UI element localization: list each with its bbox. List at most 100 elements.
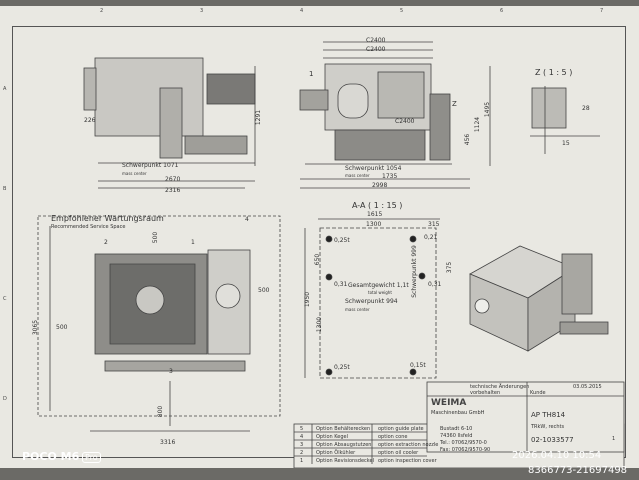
front-view-hopper	[94, 57, 204, 137]
section-dim-1300-top: 1300	[366, 221, 382, 228]
front-cog-label: Schwerpunkt 1071	[122, 162, 179, 169]
side-view-drive	[429, 93, 451, 161]
front-dim-1291: 1291	[255, 109, 263, 126]
model-name: AP TH814	[531, 411, 566, 419]
photo-datetime: 2026.04.10 10:54	[512, 450, 602, 461]
sheet-number: 1	[612, 436, 616, 442]
service-dim-800: 800	[157, 405, 165, 418]
option-row-de: Option Behälterecken	[316, 426, 371, 432]
frame-letter: A	[3, 86, 7, 92]
side-dim-1495: 1495	[484, 101, 492, 118]
service-balloon: 2	[104, 239, 108, 246]
section-load-point: 0,31	[334, 281, 348, 288]
drawing-sheet: 2 3 4 5 6 7 A B C D	[0, 6, 639, 468]
title-block-date: 03.05.2015	[573, 384, 602, 390]
side-dim-top-1: C2400	[366, 37, 386, 44]
frame-number: 4	[300, 8, 304, 14]
frame-letter: C	[3, 296, 7, 302]
frame-number: 3	[200, 8, 204, 14]
front-view-cylinder	[184, 135, 248, 155]
option-row-de: Option Absaugstutzen	[316, 442, 372, 448]
front-cog-label-en: mass center	[122, 171, 147, 176]
section-cog-999: Schwerpunkt 999	[410, 245, 418, 298]
front-dim-2316: 2316	[165, 187, 181, 194]
company-logo: WEIMA	[431, 398, 467, 408]
option-row-en: option inspection cover	[378, 458, 437, 464]
service-dim-top: 500	[152, 231, 160, 244]
option-row-en: option cone	[378, 434, 408, 440]
option-row-num: 5	[300, 426, 304, 432]
section-load-point: 0,25t	[334, 237, 350, 244]
title-block-note: technische Änderungen	[470, 384, 530, 390]
front-dim-226: 226	[84, 117, 96, 124]
side-cog-label: Schwerpunkt 1054	[345, 165, 402, 172]
side-view-motor	[299, 89, 329, 111]
service-space-title: Empfohlener Wartungsraum	[51, 214, 164, 223]
option-row-de: Option Kegel	[316, 434, 349, 440]
detail-dim-15: 15	[562, 140, 570, 147]
side-dim-456: 456	[464, 133, 472, 146]
service-dim-3065: 3065	[32, 319, 40, 336]
section-dim-650: 650	[314, 253, 322, 266]
camera-badge: Pro	[82, 452, 101, 463]
section-load-point: 0,31	[428, 281, 442, 288]
detail-z-title: Z ( 1 : 5 )	[535, 68, 573, 77]
listing-id: 8366773-21697498	[528, 465, 628, 476]
section-dim-1300-side: 1300	[316, 316, 324, 333]
company-name: Maschinenbau GmbH	[431, 410, 485, 416]
top-view-gearbox	[207, 249, 251, 355]
title-block	[426, 381, 625, 453]
section-dim-315: 315	[428, 221, 440, 228]
side-dim-1124: 1124	[474, 116, 482, 133]
frame-number: 5	[400, 8, 404, 14]
service-space-outline	[37, 215, 281, 417]
company-fax: Fax: 07062/9570-90	[440, 447, 491, 453]
side-view-z-label: Z	[452, 100, 457, 108]
service-dim-3316: 3316	[160, 439, 176, 446]
front-view-cover	[83, 67, 97, 111]
service-dim-right: 500	[258, 287, 270, 294]
company-tel: Tel.: 07062/9570-0	[440, 440, 487, 446]
section-load-point: 0,21	[424, 234, 438, 241]
service-dim-left: 500	[56, 324, 68, 331]
frame-number: 2	[100, 8, 104, 14]
section-cog-994: Schwerpunkt 994	[345, 298, 398, 305]
section-load-point: 0,15t	[410, 362, 426, 369]
side-dim-top-2: C2400	[366, 46, 386, 53]
section-dim-1950: 1950	[304, 291, 312, 308]
side-view-base	[334, 129, 426, 161]
frame-letter: B	[3, 186, 7, 192]
side-dim-1735: 1735	[382, 173, 398, 180]
option-row-en: option extraction nozzle	[378, 442, 439, 448]
company-address2: 74360 Ilsfeld	[440, 433, 473, 439]
section-title: A-A ( 1 : 15 )	[352, 201, 403, 210]
option-row-num: 3	[300, 442, 304, 448]
drawing-number: 02-1033577	[531, 436, 574, 444]
front-view-hydraulic	[206, 73, 256, 105]
camera-watermark: POCO M6	[22, 450, 80, 463]
option-row-num: 1	[300, 458, 304, 464]
title-block-customer-label: Kunde	[530, 390, 546, 396]
option-row-de: Option Revisionsdeckel	[316, 458, 374, 464]
option-row-num: 2	[300, 450, 304, 456]
service-balloon: 1	[191, 239, 195, 246]
detail-z-part	[531, 87, 567, 129]
iso-drive	[561, 253, 593, 315]
side-view-panel	[377, 71, 425, 119]
section-cog-994-en: mass center	[345, 307, 370, 312]
option-row-en: option guide plate	[378, 426, 424, 432]
option-row-num: 4	[300, 434, 304, 440]
front-view-drive	[159, 87, 183, 159]
section-total-weight-en: total weight	[368, 290, 392, 295]
service-space-subtitle: Recommended Service Space	[51, 224, 126, 230]
top-view-pipe	[104, 360, 246, 372]
detail-dim-28: 28	[582, 105, 590, 112]
section-dim-375: 375	[446, 261, 454, 274]
section-dim-1615: 1615	[367, 211, 383, 218]
side-balloon-1: 1	[309, 70, 314, 78]
frame-number: 7	[600, 8, 604, 14]
service-balloon: 4	[245, 216, 249, 223]
option-row-en: option oil cooler	[378, 450, 419, 456]
technical-drawing	[37, 41, 625, 468]
